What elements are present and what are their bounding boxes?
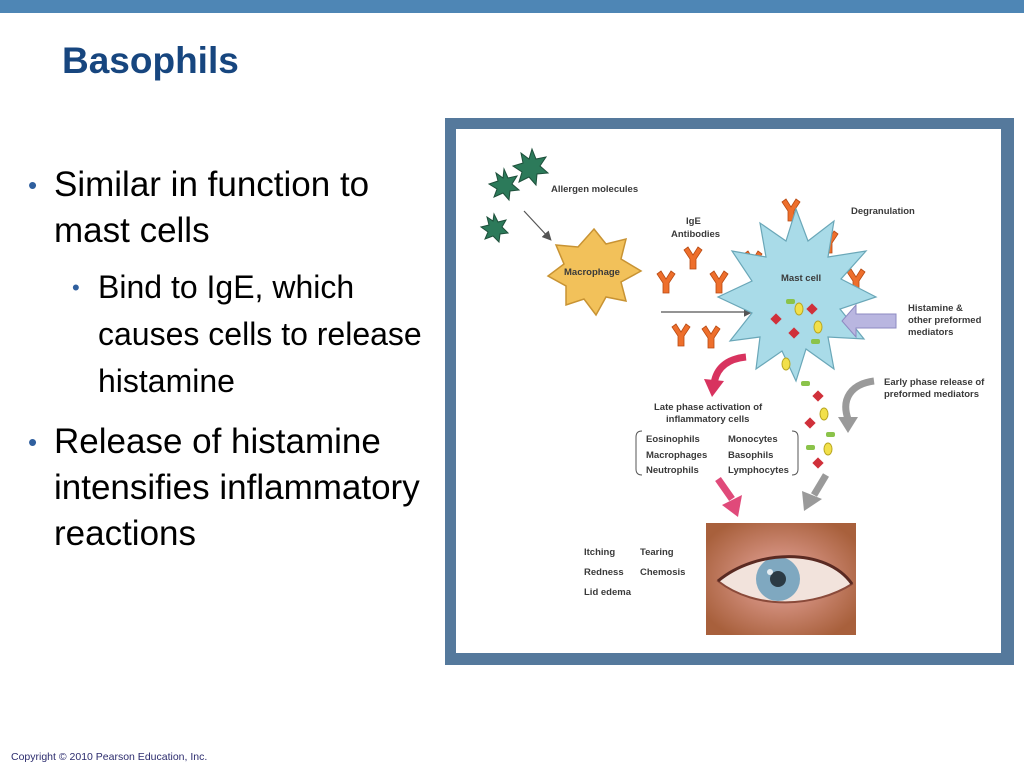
antibody-icons bbox=[656, 198, 866, 349]
cell-item: Macrophages bbox=[646, 450, 707, 461]
label-late-phase: inflammatory cells bbox=[666, 414, 749, 425]
cell-item: Monocytes bbox=[728, 434, 778, 445]
cell-item: Neutrophils bbox=[646, 465, 699, 476]
macrophage-cell-icon bbox=[546, 227, 643, 317]
bullet-text: Similar in function to mast cells bbox=[54, 165, 370, 250]
bracket bbox=[791, 430, 799, 476]
granule-icons bbox=[770, 299, 835, 469]
symptom-label: Itching bbox=[584, 547, 615, 558]
label-allergen: Allergen molecules bbox=[551, 184, 638, 195]
symptom-label: Tearing bbox=[640, 547, 674, 558]
down-arrow-icon bbox=[715, 476, 742, 517]
late-phase-arrow bbox=[710, 353, 747, 385]
bullet-marker: • bbox=[28, 427, 38, 457]
label-early-phase: Early phase release of bbox=[884, 377, 985, 388]
arrowhead bbox=[838, 417, 858, 433]
cell-item: Basophils bbox=[728, 450, 773, 461]
label-antibodies: Antibodies bbox=[671, 229, 720, 240]
arrow bbox=[523, 210, 552, 241]
figure-canvas: Allergen molecules Macrophage IgE Antibo… bbox=[456, 129, 1001, 653]
down-arrow-icon bbox=[802, 473, 830, 511]
sub-bullet-marker: • bbox=[72, 275, 80, 300]
allergen-molecule-icon bbox=[479, 212, 510, 244]
sub-bullet-text: Bind to IgE, which causes cells to relea… bbox=[98, 269, 422, 399]
label-late-phase: Late phase activation of bbox=[654, 402, 763, 413]
bullet-text: Release of histamine intensifies inflamm… bbox=[54, 422, 420, 553]
symptom-label: Redness bbox=[584, 567, 624, 578]
label-histamine: mediators bbox=[908, 327, 953, 338]
label-mast-cell: Mast cell bbox=[781, 273, 821, 284]
allergen-molecule-icon bbox=[487, 167, 521, 202]
allergy-diagram-figure: Allergen molecules Macrophage IgE Antibo… bbox=[445, 118, 1014, 665]
bullet-item: • Similar in function to mast cells bbox=[28, 162, 448, 254]
label-histamine: other preformed bbox=[908, 315, 982, 326]
symptom-label: Lid edema bbox=[584, 587, 632, 598]
bullet-item: • Release of histamine intensifies infla… bbox=[28, 419, 448, 557]
copyright-footer: Copyright © 2010 Pearson Education, Inc. bbox=[11, 751, 208, 763]
bullet-list: • Similar in function to mast cells • Bi… bbox=[28, 162, 448, 567]
slide-title: Basophils bbox=[62, 40, 239, 81]
bullet-marker: • bbox=[28, 170, 38, 200]
eye-photo bbox=[706, 523, 856, 635]
mast-cell-icon bbox=[716, 207, 878, 383]
cell-item: Eosinophils bbox=[646, 434, 700, 445]
label-ige: IgE bbox=[686, 216, 701, 227]
label-macrophage: Macrophage bbox=[564, 267, 620, 278]
allergen-molecule-icon bbox=[511, 147, 550, 187]
label-degranulation: Degranulation bbox=[851, 206, 915, 217]
label-early-phase: preformed mediators bbox=[884, 389, 979, 400]
sub-bullet-item: • Bind to IgE, which causes cells to rel… bbox=[72, 264, 448, 405]
cell-item: Lymphocytes bbox=[728, 465, 789, 476]
symptom-label: Chemosis bbox=[640, 567, 685, 578]
histamine-arrow-icon bbox=[841, 303, 897, 339]
allergy-diagram: Allergen molecules Macrophage IgE Antibo… bbox=[479, 147, 985, 635]
early-phase-arrow bbox=[842, 377, 875, 421]
label-histamine: Histamine & bbox=[908, 303, 963, 314]
top-accent-bar bbox=[0, 0, 1024, 13]
bracket bbox=[635, 430, 643, 476]
arrowhead bbox=[704, 379, 724, 397]
